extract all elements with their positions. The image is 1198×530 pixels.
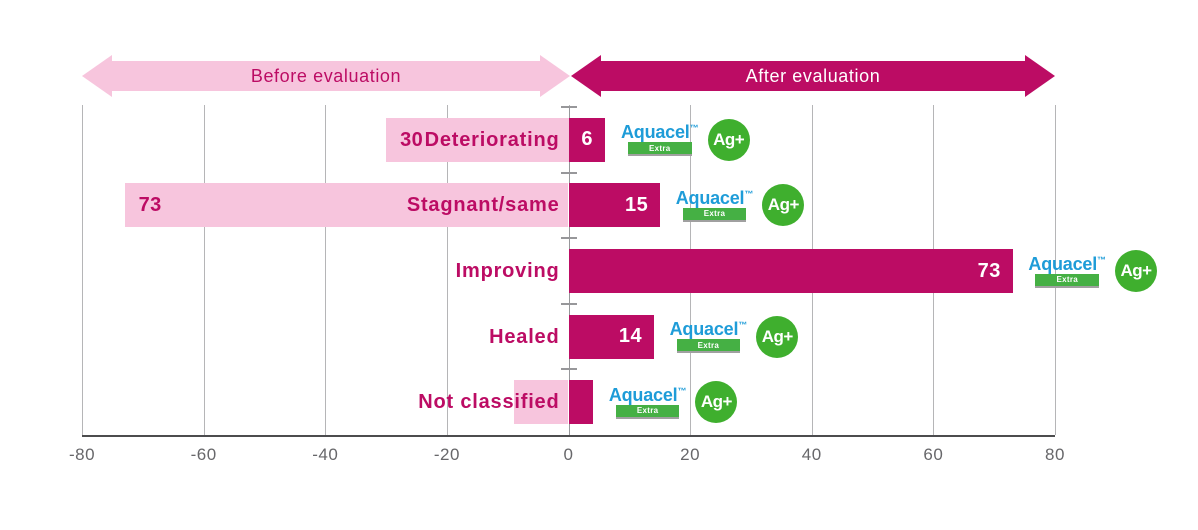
aquacel-logo: Aquacel™ Extra Ag+ bbox=[1028, 250, 1158, 292]
arrow-right-head-icon bbox=[1025, 55, 1055, 97]
x-tick-label: 60 bbox=[923, 445, 944, 464]
gridline bbox=[325, 105, 327, 435]
aquacel-logo: Aquacel™ Extra Ag+ bbox=[675, 184, 805, 227]
category-label: Deteriorating bbox=[424, 128, 560, 151]
aquacel-wordmark: Aquacel™ Extra bbox=[675, 187, 754, 222]
category-tick bbox=[560, 368, 577, 371]
aquacel-brand-text: Aquacel bbox=[675, 187, 745, 208]
category-tick bbox=[560, 106, 577, 108]
category-tick bbox=[560, 302, 577, 305]
category-label: Stagnant/same bbox=[406, 194, 560, 217]
arrow-left-head-icon bbox=[571, 55, 601, 97]
gridline bbox=[82, 105, 83, 435]
trademark-symbol: ™ bbox=[689, 123, 699, 134]
after-value-label: 15 bbox=[624, 193, 649, 216]
category-label: Improving bbox=[455, 260, 560, 282]
extra-banner: Extra bbox=[627, 142, 692, 157]
after-value-label: 14 bbox=[618, 325, 643, 348]
ag-plus-badge-icon: Ag+ bbox=[707, 118, 750, 161]
after-bar: 73 bbox=[569, 249, 1013, 293]
trademark-symbol: ™ bbox=[1097, 254, 1107, 265]
x-tick-label: 40 bbox=[801, 445, 822, 464]
category-tick bbox=[560, 237, 577, 240]
ag-plus-badge-icon: Ag+ bbox=[695, 381, 738, 424]
gridline bbox=[446, 105, 448, 435]
after-value-label: 6 bbox=[581, 128, 594, 151]
extra-banner: Extra bbox=[682, 207, 747, 222]
x-tick-label: -80 bbox=[68, 445, 96, 464]
category-tick bbox=[560, 171, 577, 174]
aquacel-brand-text: Aquacel bbox=[669, 319, 739, 340]
aquacel-wordmark: Aquacel™ Extra bbox=[620, 122, 699, 157]
aquacel-logo: Aquacel™ Extra Ag+ bbox=[669, 315, 799, 358]
before-arrow-label: Before evaluation bbox=[250, 65, 402, 86]
arrow-right-head-icon bbox=[540, 55, 570, 97]
after-arrow-label: After evaluation bbox=[745, 65, 881, 86]
gridline bbox=[203, 105, 205, 435]
x-tick-label: 20 bbox=[680, 445, 701, 464]
extra-banner: Extra bbox=[676, 339, 741, 354]
ag-plus-badge-icon: Ag+ bbox=[762, 184, 805, 227]
aquacel-brand-text: Aquacel bbox=[620, 122, 690, 143]
after-bar: 14 bbox=[569, 314, 655, 359]
aquacel-logo: Aquacel™ Extra Ag+ bbox=[620, 118, 750, 161]
aquacel-brand-text: Aquacel bbox=[608, 384, 678, 405]
category-label: Not classified bbox=[418, 391, 560, 414]
arrow-left-head-icon bbox=[82, 55, 112, 97]
trademark-symbol: ™ bbox=[744, 188, 754, 199]
after-evaluation-arrow: After evaluation bbox=[571, 55, 1055, 97]
after-value-label: 73 bbox=[977, 259, 1001, 282]
before-bar bbox=[124, 183, 569, 228]
x-axis-line bbox=[82, 435, 1055, 437]
after-bar: 6 bbox=[569, 117, 606, 162]
extra-banner: Extra bbox=[1035, 273, 1100, 288]
aquacel-logo: Aquacel™ Extra Ag+ bbox=[608, 381, 738, 424]
aquacel-wordmark: Aquacel™ Extra bbox=[669, 319, 748, 354]
ag-plus-badge-icon: Ag+ bbox=[1115, 250, 1158, 292]
before-bar bbox=[386, 117, 569, 162]
before-bar bbox=[513, 380, 569, 425]
gridline bbox=[1055, 105, 1056, 435]
before-evaluation-arrow: Before evaluation bbox=[82, 55, 570, 97]
ag-plus-badge-icon: Ag+ bbox=[756, 315, 799, 358]
after-arrow-body: After evaluation bbox=[601, 61, 1025, 91]
x-tick-label: 0 bbox=[563, 445, 574, 464]
before-value-label: 30 bbox=[400, 128, 424, 151]
before-value-label: 73 bbox=[138, 194, 162, 217]
x-tick-label: 80 bbox=[1045, 445, 1065, 464]
category-label: Healed bbox=[489, 325, 560, 348]
extra-banner: Extra bbox=[615, 404, 680, 419]
aquacel-wordmark: Aquacel™ Extra bbox=[1028, 255, 1106, 288]
aquacel-wordmark: Aquacel™ Extra bbox=[608, 384, 687, 419]
after-bar: 15 bbox=[569, 183, 661, 228]
after-bar bbox=[569, 380, 594, 425]
trademark-symbol: ™ bbox=[677, 385, 687, 396]
trademark-symbol: ™ bbox=[738, 320, 748, 331]
x-tick-label: -60 bbox=[190, 445, 217, 464]
x-tick-label: -20 bbox=[433, 445, 460, 464]
before-arrow-body: Before evaluation bbox=[112, 61, 540, 91]
aquacel-brand-text: Aquacel bbox=[1028, 253, 1098, 274]
x-tick-label: -40 bbox=[312, 445, 339, 464]
